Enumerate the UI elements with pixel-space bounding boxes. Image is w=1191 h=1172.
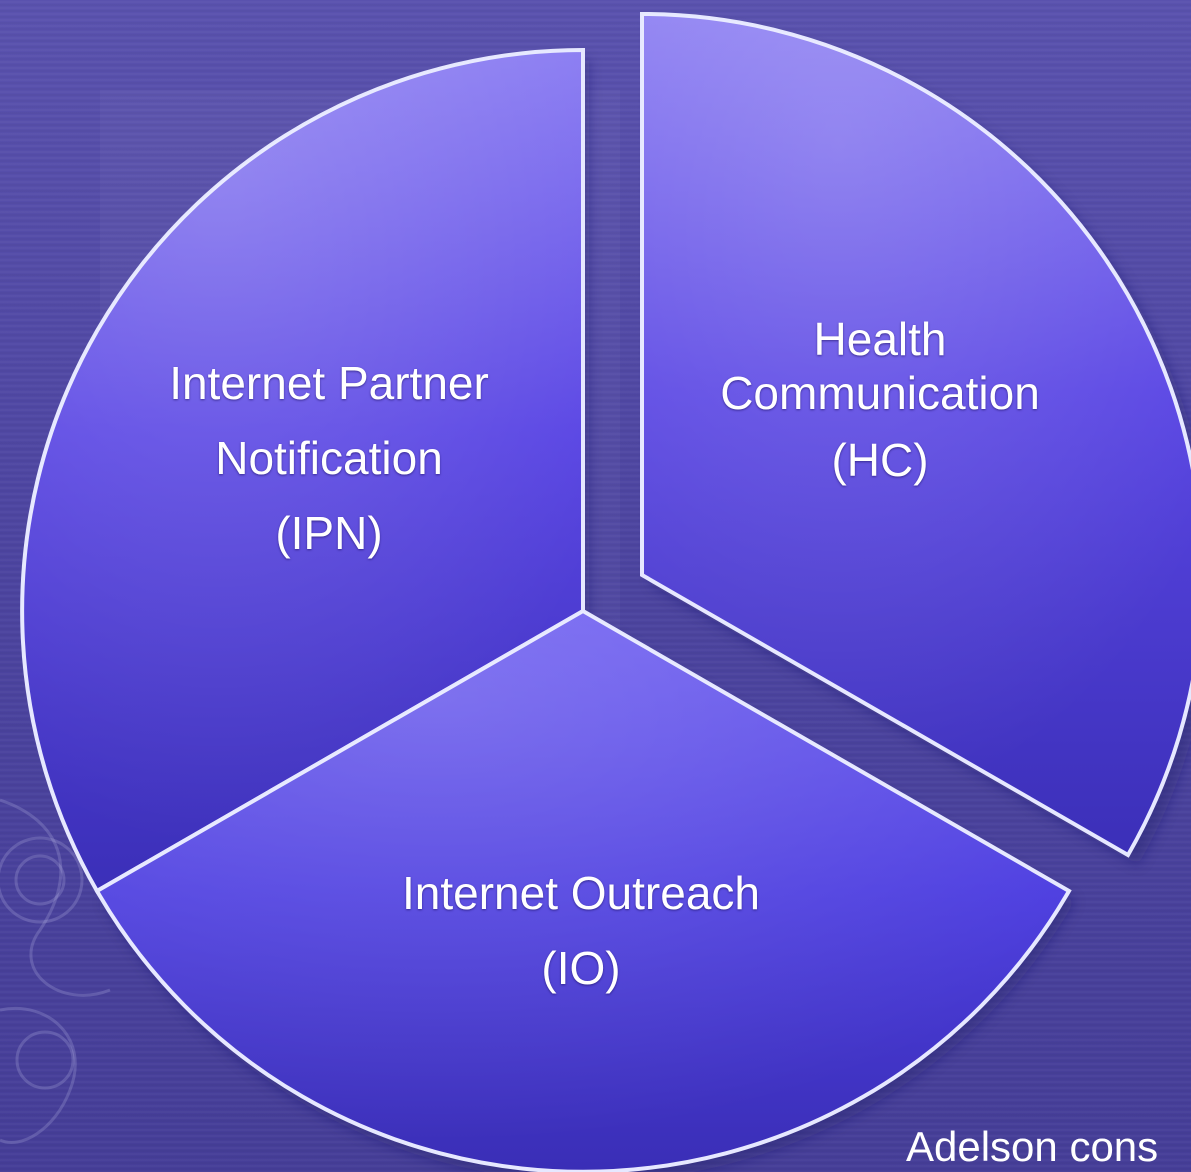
segment-label-io: Internet Outreach (IO)	[381, 856, 781, 1006]
segment-label-line: Communication	[720, 367, 1040, 419]
segment-label-line: Internet Partner	[169, 357, 489, 409]
segment-label-line: Internet Outreach	[402, 867, 760, 919]
segment-abbr: (IPN)	[275, 507, 383, 559]
source-credit: Adelson cons	[906, 1123, 1159, 1170]
segment-label-line: Health	[813, 313, 947, 365]
segment-io	[94, 608, 1072, 1172]
segment-abbr: (HC)	[831, 434, 929, 486]
ornament-decoration	[0, 798, 111, 1145]
segment-abbr: (IO)	[541, 942, 621, 994]
segment-label-line: Notification	[215, 432, 443, 484]
segment-label-hc: Health Communication (HC)	[680, 312, 1080, 492]
segment-label-ipn: Internet Partner Notification (IPN)	[129, 346, 529, 571]
segment-hc	[640, 11, 1191, 858]
segment-ipn	[20, 47, 585, 894]
